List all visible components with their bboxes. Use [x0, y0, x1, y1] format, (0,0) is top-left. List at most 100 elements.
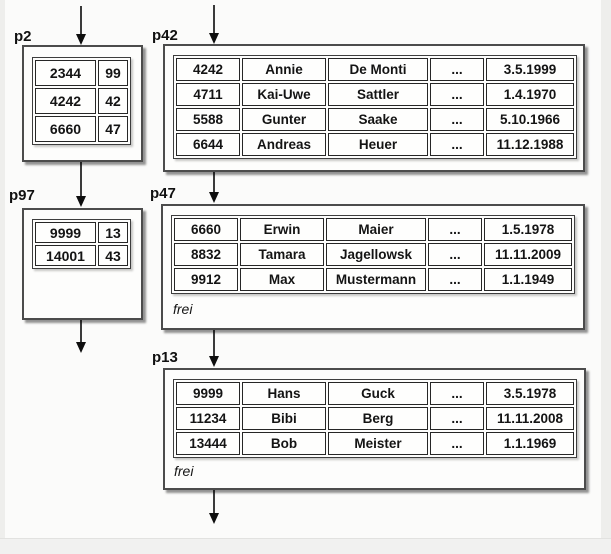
- table-cell: 47: [98, 116, 128, 142]
- table-cell: ...: [430, 108, 484, 131]
- table-cell: 1.4.1970: [486, 83, 574, 106]
- table-cell: Erwin: [240, 218, 324, 241]
- table-cell: 8832: [174, 243, 238, 266]
- table-cell: Berg: [328, 407, 428, 430]
- page-margin-left: [0, 0, 5, 554]
- table-cell: 6660: [174, 218, 238, 241]
- table-cell: 13: [98, 222, 128, 243]
- table-cell: Tamara: [240, 243, 324, 266]
- table-cell: 9999: [35, 222, 96, 243]
- arrow-shaft: [213, 330, 215, 357]
- arrow-head-icon: [209, 192, 219, 203]
- arrow-head-icon: [209, 356, 219, 367]
- table-cell: Sattler: [328, 83, 428, 106]
- table-cell: 4242: [176, 58, 240, 81]
- arrow-shaft: [80, 162, 82, 197]
- table-cell: 1.5.1978: [484, 218, 572, 241]
- table-cell: 11.11.2008: [486, 407, 574, 430]
- page-margin-bottom: [0, 538, 611, 554]
- table-cell: 14001: [35, 245, 96, 266]
- table-cell: 1.1.1969: [486, 432, 574, 455]
- table-cell: 1.1.1949: [484, 268, 572, 291]
- page-label-p13: p13: [152, 349, 178, 366]
- table-cell: ...: [428, 218, 482, 241]
- table-cell: 5588: [176, 108, 240, 131]
- table-cell: ...: [428, 268, 482, 291]
- table-cell: 4242: [35, 88, 96, 114]
- table-cell: Saake: [328, 108, 428, 131]
- table-cell: 2344: [35, 60, 96, 86]
- table-cell: 11.12.1988: [486, 133, 574, 156]
- table-cell: 6660: [35, 116, 96, 142]
- table-cell: 11.11.2009: [484, 243, 572, 266]
- table-cell: Bibi: [242, 407, 326, 430]
- table-cell: ...: [430, 407, 484, 430]
- table-cell: Max: [240, 268, 324, 291]
- table-cell: 3.5.1978: [486, 382, 574, 405]
- table-cell: ...: [430, 382, 484, 405]
- table-cell: 6644: [176, 133, 240, 156]
- table-cell: 42: [98, 88, 128, 114]
- table-cell: Maier: [326, 218, 426, 241]
- arrow-shaft: [213, 5, 215, 34]
- arrow-shaft: [80, 320, 82, 343]
- arrow-head-icon: [76, 34, 86, 45]
- table-cell: Meister: [328, 432, 428, 455]
- page-label-p97: p97: [9, 187, 35, 204]
- table-cell: Guck: [328, 382, 428, 405]
- table-cell: Mustermann: [326, 268, 426, 291]
- free-space-label: frei: [173, 301, 193, 317]
- table-cell: Jagellowsk: [326, 243, 426, 266]
- page-label-p42: p42: [152, 27, 178, 44]
- arrow-shaft: [213, 172, 215, 193]
- arrow-head-icon: [76, 196, 86, 207]
- arrow-shaft: [80, 6, 82, 35]
- table-cell: 13444: [176, 432, 240, 455]
- table-cell: 4711: [176, 83, 240, 106]
- table-cell: 3.5.1999: [486, 58, 574, 81]
- table-cell: ...: [430, 83, 484, 106]
- table-cell: De Monti: [328, 58, 428, 81]
- arrow-head-icon: [209, 513, 219, 524]
- arrow-shaft: [213, 490, 215, 514]
- table-cell: 99: [98, 60, 128, 86]
- table-cell: 43: [98, 245, 128, 266]
- table-cell: 9999: [176, 382, 240, 405]
- table-cell: Gunter: [242, 108, 326, 131]
- table-cell: ...: [428, 243, 482, 266]
- page-margin-right: [601, 0, 611, 554]
- table-cell: Annie: [242, 58, 326, 81]
- table-cell: 5.10.1966: [486, 108, 574, 131]
- table-cell: Hans: [242, 382, 326, 405]
- table-cell: Heuer: [328, 133, 428, 156]
- table-cell: ...: [430, 133, 484, 156]
- arrow-head-icon: [209, 33, 219, 44]
- free-space-label: frei: [174, 463, 194, 479]
- table-cell: Bob: [242, 432, 326, 455]
- table-cell: Andreas: [242, 133, 326, 156]
